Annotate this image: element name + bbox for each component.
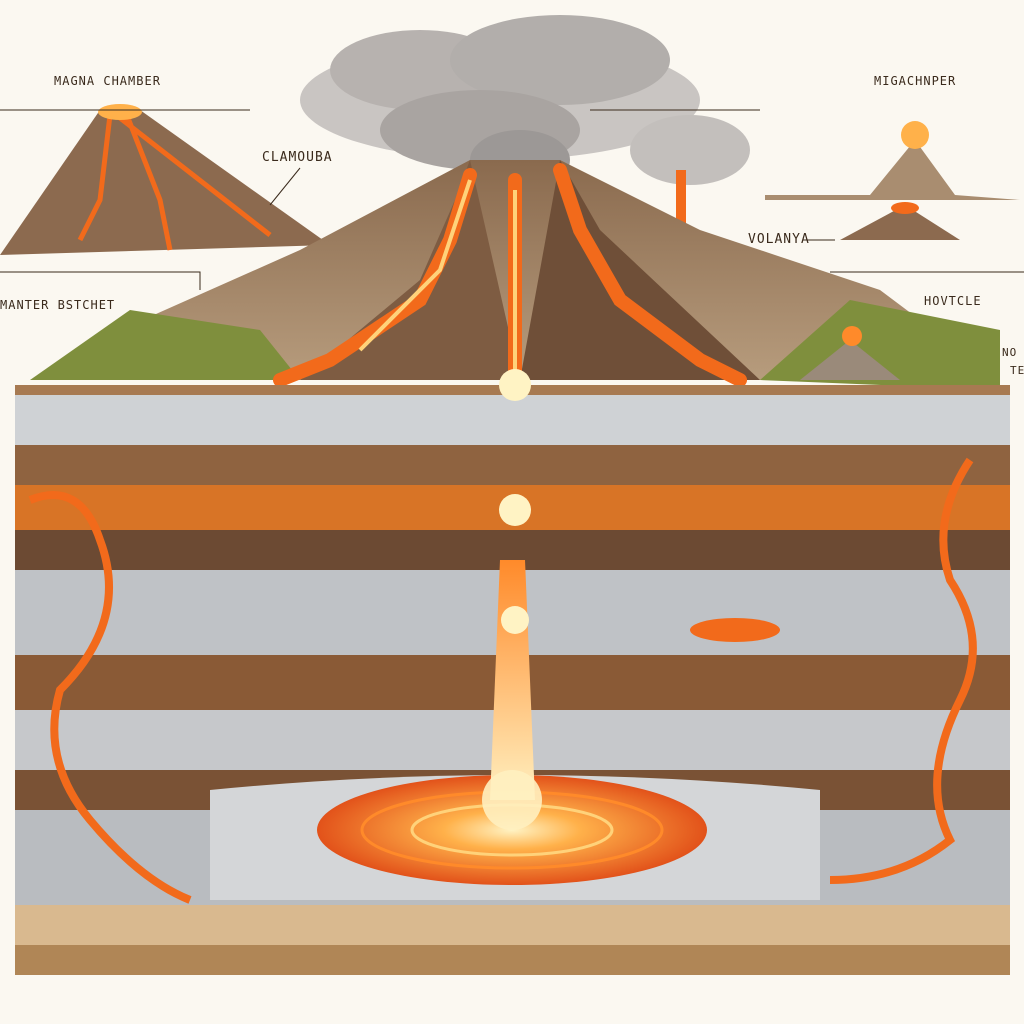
plateau-volcano [800, 340, 900, 380]
label-hovtcle: HOVTCLE [924, 294, 982, 308]
label-far-right-a: NO [1002, 346, 1018, 359]
label-magma-chamber: MAGNA CHAMBER [54, 74, 161, 88]
label-far-right-b: TE [1010, 364, 1024, 377]
callout-lines [0, 109, 1024, 290]
side-magma-pocket [690, 618, 780, 642]
label-volanya: VOLANYA [748, 232, 810, 247]
ash-cloud [300, 15, 700, 190]
grass-left [30, 310, 300, 380]
left-small-volcano [0, 104, 330, 255]
label-migachnper: MIGACHNPER [874, 74, 957, 88]
right-small-volcanoes [765, 121, 1020, 240]
magma-chamber [317, 369, 707, 885]
label-manter-bstchet: MANTER BSTCHET [0, 298, 116, 312]
label-clamouba: CLAMOUBA [262, 150, 333, 165]
